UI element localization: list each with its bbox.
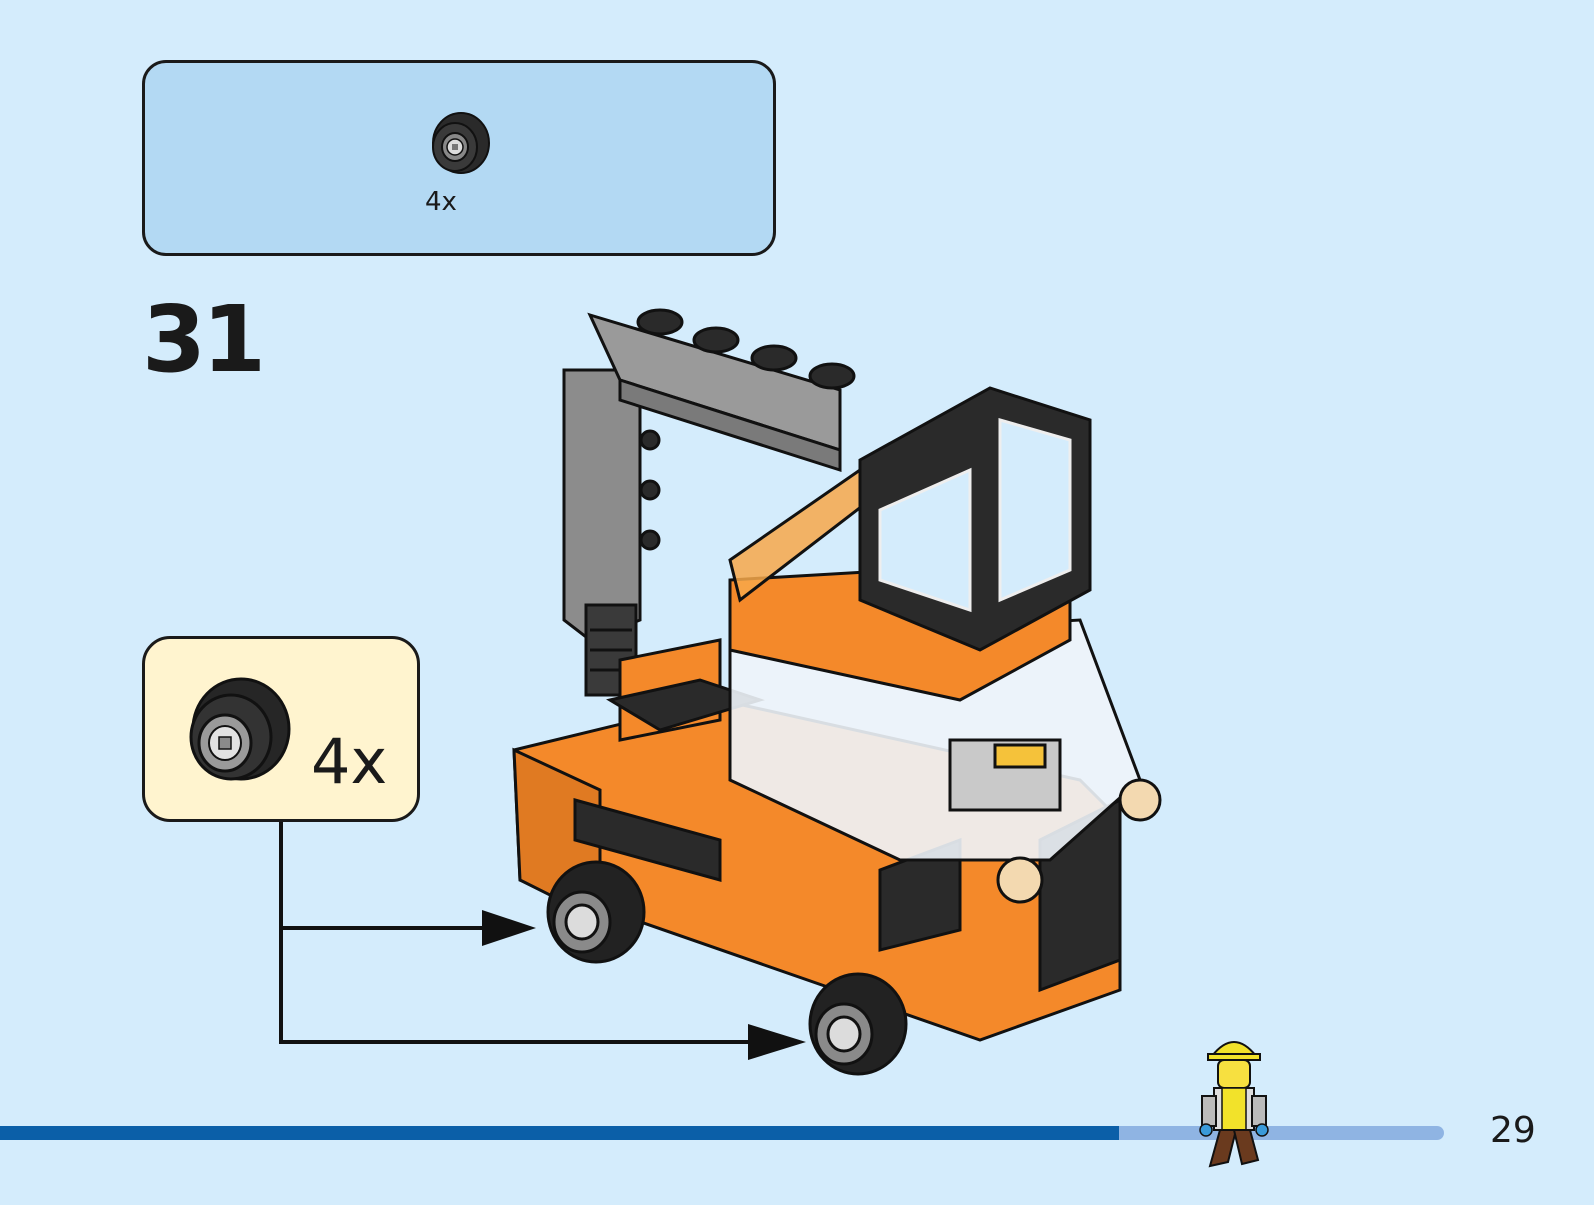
page-number: 29 xyxy=(1490,1110,1536,1151)
crane-arm xyxy=(562,308,856,697)
progress-bar xyxy=(0,1126,1444,1140)
callout-quantity: 4x xyxy=(311,725,388,798)
connector-arrows xyxy=(279,822,750,1044)
progress-fill xyxy=(0,1126,1120,1140)
arrow-head-lower xyxy=(748,1024,806,1060)
part-quantity: 4x xyxy=(425,187,457,217)
minifigure-worker-icon xyxy=(1198,1032,1270,1176)
wheel-lower xyxy=(808,972,908,1076)
subassembly-callout: 4x xyxy=(142,636,420,822)
wheel-hub-icon xyxy=(175,673,295,797)
arrow-head-upper xyxy=(482,910,536,946)
truck-body xyxy=(512,467,1162,1042)
parts-list-box: 4x xyxy=(142,60,776,256)
wheel-hub-icon xyxy=(423,111,493,185)
cabin-frame xyxy=(858,386,1092,652)
step-number: 31 xyxy=(142,286,266,393)
wheel-upper xyxy=(546,860,646,964)
